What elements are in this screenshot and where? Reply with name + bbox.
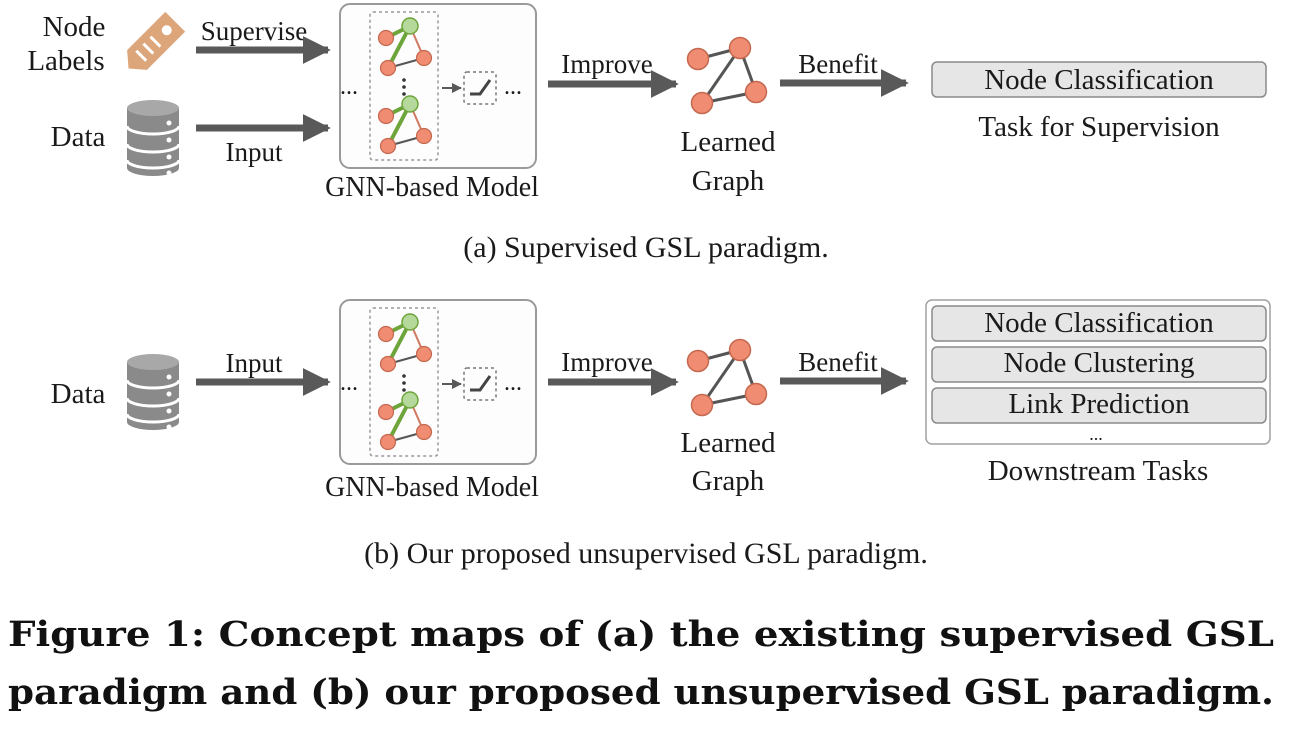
task-box-b-3 — [931, 387, 1267, 424]
tag-icon — [127, 11, 186, 70]
panel-a: Node Labels Supervise Data Input ... ...… — [27, 4, 1267, 264]
task-label-b-3: Link Prediction — [1008, 388, 1190, 420]
improve-label-a: Improve — [561, 49, 652, 79]
learned-graph-line2-a: Graph — [692, 165, 765, 197]
supervise-label: Supervise — [201, 16, 308, 46]
benefit-label-b: Benefit — [798, 347, 878, 377]
learned-graph-line1-a: Learned — [681, 126, 776, 158]
task-label-a: Node Classification — [984, 64, 1214, 96]
task-box-b-2 — [931, 346, 1267, 383]
model-ellipsis-right-a: ... — [504, 74, 522, 100]
learned-graph-line2-b: Graph — [692, 465, 765, 497]
model-ellipsis-left-b: ... — [340, 370, 358, 396]
task-box-a — [931, 61, 1267, 98]
task-label-b-1: Node Classification — [984, 307, 1214, 339]
input-label-b: Input — [226, 348, 283, 378]
task-label-b-2: Node Clustering — [1004, 347, 1195, 379]
data-label-b: Data — [51, 378, 106, 410]
task-box-b-1 — [931, 305, 1267, 342]
model-ellipsis-right-b: ... — [504, 370, 522, 396]
model-ellipsis-left-a: ... — [340, 74, 358, 100]
figure-caption-line2: paradigm and (b) our proposed unsupervis… — [8, 672, 1274, 713]
model-label-b: GNN-based Model — [325, 472, 539, 503]
tasks-more-ellipsis: ... — [1089, 424, 1103, 444]
improve-label-b: Improve — [561, 347, 652, 377]
task-caption-a: Task for Supervision — [978, 111, 1220, 143]
caption-b: (b) Our proposed unsupervised GSL paradi… — [364, 537, 928, 570]
tasks-caption-b: Downstream Tasks — [988, 455, 1209, 487]
node-labels-line2: Labels — [27, 45, 104, 77]
learned-graph-icon-b — [686, 338, 768, 417]
database-icon-a — [125, 98, 181, 178]
node-labels-line1: Node — [43, 11, 106, 43]
learned-graph-icon-a — [686, 36, 768, 115]
figure-caption-line1: Figure 1: Concept maps of (a) the existi… — [8, 614, 1274, 655]
caption-a: (a) Supervised GSL paradigm. — [463, 231, 828, 264]
input-label-a: Input — [226, 137, 283, 167]
benefit-label-a: Benefit — [798, 49, 878, 79]
model-label-a: GNN-based Model — [325, 172, 539, 203]
panel-b: Data Input ... ... GNN-based Model Impro… — [51, 300, 1271, 570]
database-icon-b — [125, 352, 181, 432]
learned-graph-line1-b: Learned — [681, 427, 776, 459]
data-label-a: Data — [51, 121, 106, 153]
